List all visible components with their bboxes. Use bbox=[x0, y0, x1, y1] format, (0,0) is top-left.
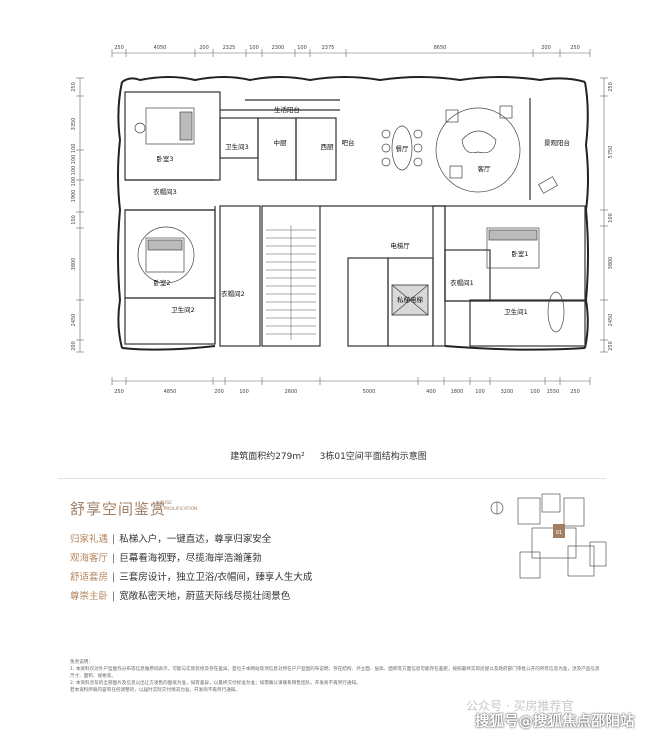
divider bbox=[58, 478, 606, 479]
floor-plan: 250 4050 200 2325 100 2300 100 2375 8650… bbox=[71, 45, 614, 395]
feature-item: 尊崇主卧|宽敞私密天地，蔚蓝天际线尽揽壮阔景色 bbox=[70, 591, 291, 602]
plan-title: 3栋01空间平面结构示意图 bbox=[319, 452, 427, 462]
dim-right-4: 2450 bbox=[608, 314, 614, 327]
room-bed2: 卧室2 bbox=[153, 278, 170, 287]
room-bed1: 卧室1 bbox=[511, 249, 528, 258]
dim-bottom-11: 1550 bbox=[547, 389, 560, 395]
dim-bottom-8: 100 bbox=[475, 389, 485, 395]
room-kitchen-west: 西厨 bbox=[321, 143, 335, 151]
private-elevator-icon bbox=[391, 284, 429, 316]
dim-top-0: 250 bbox=[114, 45, 124, 51]
dim-bottom-6: 400 bbox=[426, 389, 436, 395]
area-text: 建筑面积约279m² bbox=[230, 452, 305, 462]
disclaimer-line3: 若本资料所载内容有任何调整的，以届时实际交付情况为准，开发商不再另行通知。 bbox=[70, 688, 240, 693]
room-balcony-view: 景观阳台 bbox=[544, 138, 570, 147]
room-balcony-living: 生活阳台 bbox=[274, 105, 300, 114]
dim-right-3: 3800 bbox=[608, 257, 614, 270]
room-bath2: 卫生间2 bbox=[171, 305, 195, 314]
dim-left-5: 3800 bbox=[71, 258, 77, 271]
dim-left-3: 1900 bbox=[71, 190, 77, 203]
room-closet3: 衣帽间3 bbox=[153, 187, 177, 196]
dim-left-2: 100 100 100 100 bbox=[71, 144, 77, 187]
disclaimer-line2: 2. 本资料涉及的全部图片及信息以出让方发售的图纸为准，如有差异，以最终交付标准… bbox=[70, 681, 361, 686]
lounge-chair-icon bbox=[538, 176, 558, 194]
dim-right-2: 100 bbox=[608, 213, 614, 223]
room-dining: 餐厅 bbox=[396, 144, 410, 153]
feature-list: 归家礼遇|私梯入户，一键直达，尊享归家安全 观海客厅|巨幕看海视野，尽揽海岸浩瀚… bbox=[70, 530, 312, 606]
bed1-icon bbox=[486, 227, 540, 269]
dim-top-7: 2375 bbox=[322, 45, 335, 51]
dim-top-3: 2325 bbox=[223, 45, 236, 51]
bathtub-icon bbox=[547, 291, 565, 333]
room-closet2: 衣帽间2 bbox=[221, 289, 245, 298]
watermark-sohu: 搜狐号@搜狐焦点邵阳站 bbox=[475, 714, 635, 730]
room-closet1: 衣帽间1 bbox=[450, 278, 474, 287]
room-bed3: 卧室3 bbox=[156, 154, 173, 163]
dim-bottom-2: 200 bbox=[214, 389, 224, 395]
bed2-icon bbox=[137, 226, 195, 284]
dim-top-5: 2300 bbox=[272, 45, 285, 51]
disclaimer-title: 免责说明： bbox=[70, 660, 93, 665]
outer-walls bbox=[117, 76, 589, 351]
bed3-icon bbox=[134, 107, 195, 145]
dim-top-9: 200 bbox=[541, 45, 551, 51]
dim-bottom-3: 100 bbox=[239, 389, 249, 395]
dim-top-1: 4050 bbox=[154, 45, 167, 51]
dim-bottom-9: 3200 bbox=[501, 389, 514, 395]
dim-left-6: 2450 bbox=[71, 314, 77, 327]
dim-left-0: 250 bbox=[71, 82, 77, 92]
dim-top-2: 200 bbox=[199, 45, 209, 51]
sofa-set-icon bbox=[435, 105, 521, 193]
room-private-elevator: 私梯电梯 bbox=[397, 295, 424, 304]
room-bath1: 卫生间1 bbox=[504, 307, 528, 316]
feature-item: 观海客厅|巨幕看海视野，尽揽海岸浩瀚蓬勃 bbox=[70, 553, 262, 564]
dim-bottom-0: 250 bbox=[114, 389, 124, 395]
dim-bottom-4: 2600 bbox=[285, 389, 298, 395]
section-subtitle-line1: HOUSE bbox=[156, 501, 172, 506]
dim-left-7: 200 bbox=[71, 341, 77, 351]
room-elevator-hall: 电梯厅 bbox=[390, 241, 410, 250]
key-plan: 01 bbox=[490, 493, 607, 579]
dim-bottom-7: 1800 bbox=[451, 389, 464, 395]
section-subtitle-line2: OF PROLIFICATION bbox=[156, 507, 198, 512]
dim-top-8: 8650 bbox=[434, 45, 447, 51]
disclaimer: 免责说明： 1. 本资料仅对外户型图作分布等信息做原则表示，可能与实际装修及存在… bbox=[70, 659, 600, 694]
dim-top-6: 100 bbox=[297, 45, 307, 51]
disclaimer-line1: 1. 本资料仅对外户型图作分布等信息做原则表示，可能与实际装修及存在差异，首位于… bbox=[70, 667, 600, 679]
dim-top-4: 100 bbox=[249, 45, 259, 51]
plan-caption: 建筑面积约279m² 3栋01空间平面结构示意图 bbox=[0, 449, 657, 462]
dim-top-10: 250 bbox=[570, 45, 580, 51]
dim-left-4: 100 bbox=[71, 215, 77, 225]
dim-right-1: 5750 bbox=[608, 146, 614, 159]
stairs-icon bbox=[266, 225, 316, 340]
dim-bottom-1: 4850 bbox=[164, 389, 177, 395]
feature-item: 归家礼遇|私梯入户，一键直达，尊享归家安全 bbox=[70, 534, 272, 545]
dim-right-0: 250 bbox=[608, 82, 614, 92]
dim-right-5: 250 bbox=[608, 341, 614, 351]
dim-left-1: 3350 bbox=[71, 118, 77, 131]
unit-marker-label: 01 bbox=[556, 530, 562, 536]
room-kitchen-cn: 中厨 bbox=[274, 138, 288, 147]
dim-bottom-12: 250 bbox=[570, 389, 580, 395]
dining-table-icon bbox=[381, 125, 423, 171]
dim-bottom-5: 5000 bbox=[363, 389, 376, 395]
room-bath3: 卫生间3 bbox=[225, 142, 249, 151]
dim-bottom-10: 100 bbox=[530, 389, 540, 395]
room-bar: 吧台 bbox=[342, 138, 355, 147]
section-subtitle: HOUSE OF PROLIFICATION bbox=[156, 501, 198, 513]
feature-item: 舒适套房|三套房设计，独立卫浴/衣帽间，臻享人生大成 bbox=[70, 572, 313, 583]
inner-walls bbox=[124, 91, 586, 347]
unit-marker bbox=[553, 524, 565, 538]
section-title: 舒享空间鉴赏 bbox=[70, 500, 167, 518]
watermark-wechat: 公众号 · 买房推荐官 bbox=[466, 699, 574, 713]
room-living: 客厅 bbox=[478, 164, 492, 173]
